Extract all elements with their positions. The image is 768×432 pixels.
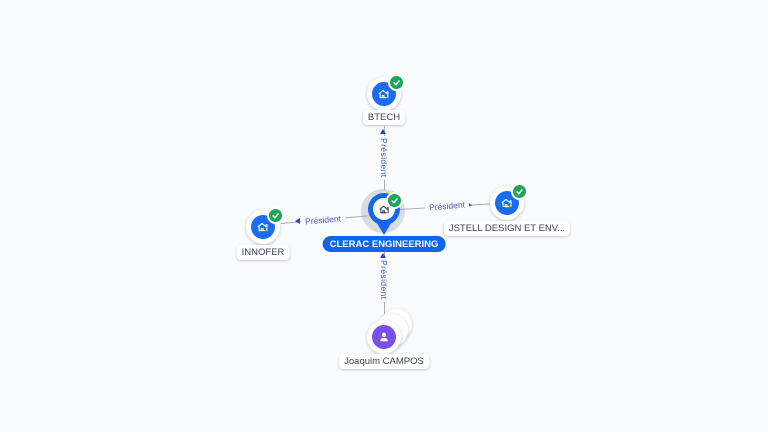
node-label[interactable]: JSTELL DESIGN ET ENV... xyxy=(443,221,571,236)
verified-check-icon xyxy=(388,74,405,91)
node-label[interactable]: Joaquim CAMPOS xyxy=(339,354,429,369)
edge-arrow-left-icon xyxy=(295,218,300,224)
edge-label-president: Président xyxy=(379,258,389,302)
edge-label-president: Président xyxy=(300,213,346,227)
person-node-circle[interactable] xyxy=(367,320,401,354)
company-building-icon xyxy=(378,89,389,99)
node-joaquim-campos[interactable]: Joaquim CAMPOS xyxy=(339,309,429,369)
company-building-icon xyxy=(257,222,268,232)
company-building-icon xyxy=(378,205,389,213)
map-pin-tail xyxy=(375,220,393,235)
verified-check-icon xyxy=(267,207,284,224)
node-label[interactable]: BTECH xyxy=(362,110,406,125)
company-building-icon xyxy=(501,198,512,208)
edge-label-president: Président xyxy=(424,199,470,213)
company-node-circle[interactable] xyxy=(246,207,284,244)
node-btech[interactable]: BTECH xyxy=(362,74,406,125)
node-innofer[interactable]: INNOFER xyxy=(236,207,290,260)
verified-check-icon xyxy=(511,183,528,200)
node-label[interactable]: INNOFER xyxy=(236,245,290,260)
edge-arrow-right-icon xyxy=(467,201,472,208)
edge-label-president: Président xyxy=(379,136,389,180)
company-node-circle[interactable] xyxy=(490,183,528,220)
verified-check-icon xyxy=(386,192,403,209)
node-jstell[interactable]: JSTELL DESIGN ET ENV... xyxy=(443,183,571,236)
edge-arrow-up-icon xyxy=(380,252,386,258)
company-node-circle[interactable] xyxy=(367,74,405,111)
center-node-label[interactable]: CLERAC ENGINEERING xyxy=(322,236,446,252)
edge-arrow-up-icon xyxy=(380,129,386,134)
person-icon xyxy=(380,332,388,342)
